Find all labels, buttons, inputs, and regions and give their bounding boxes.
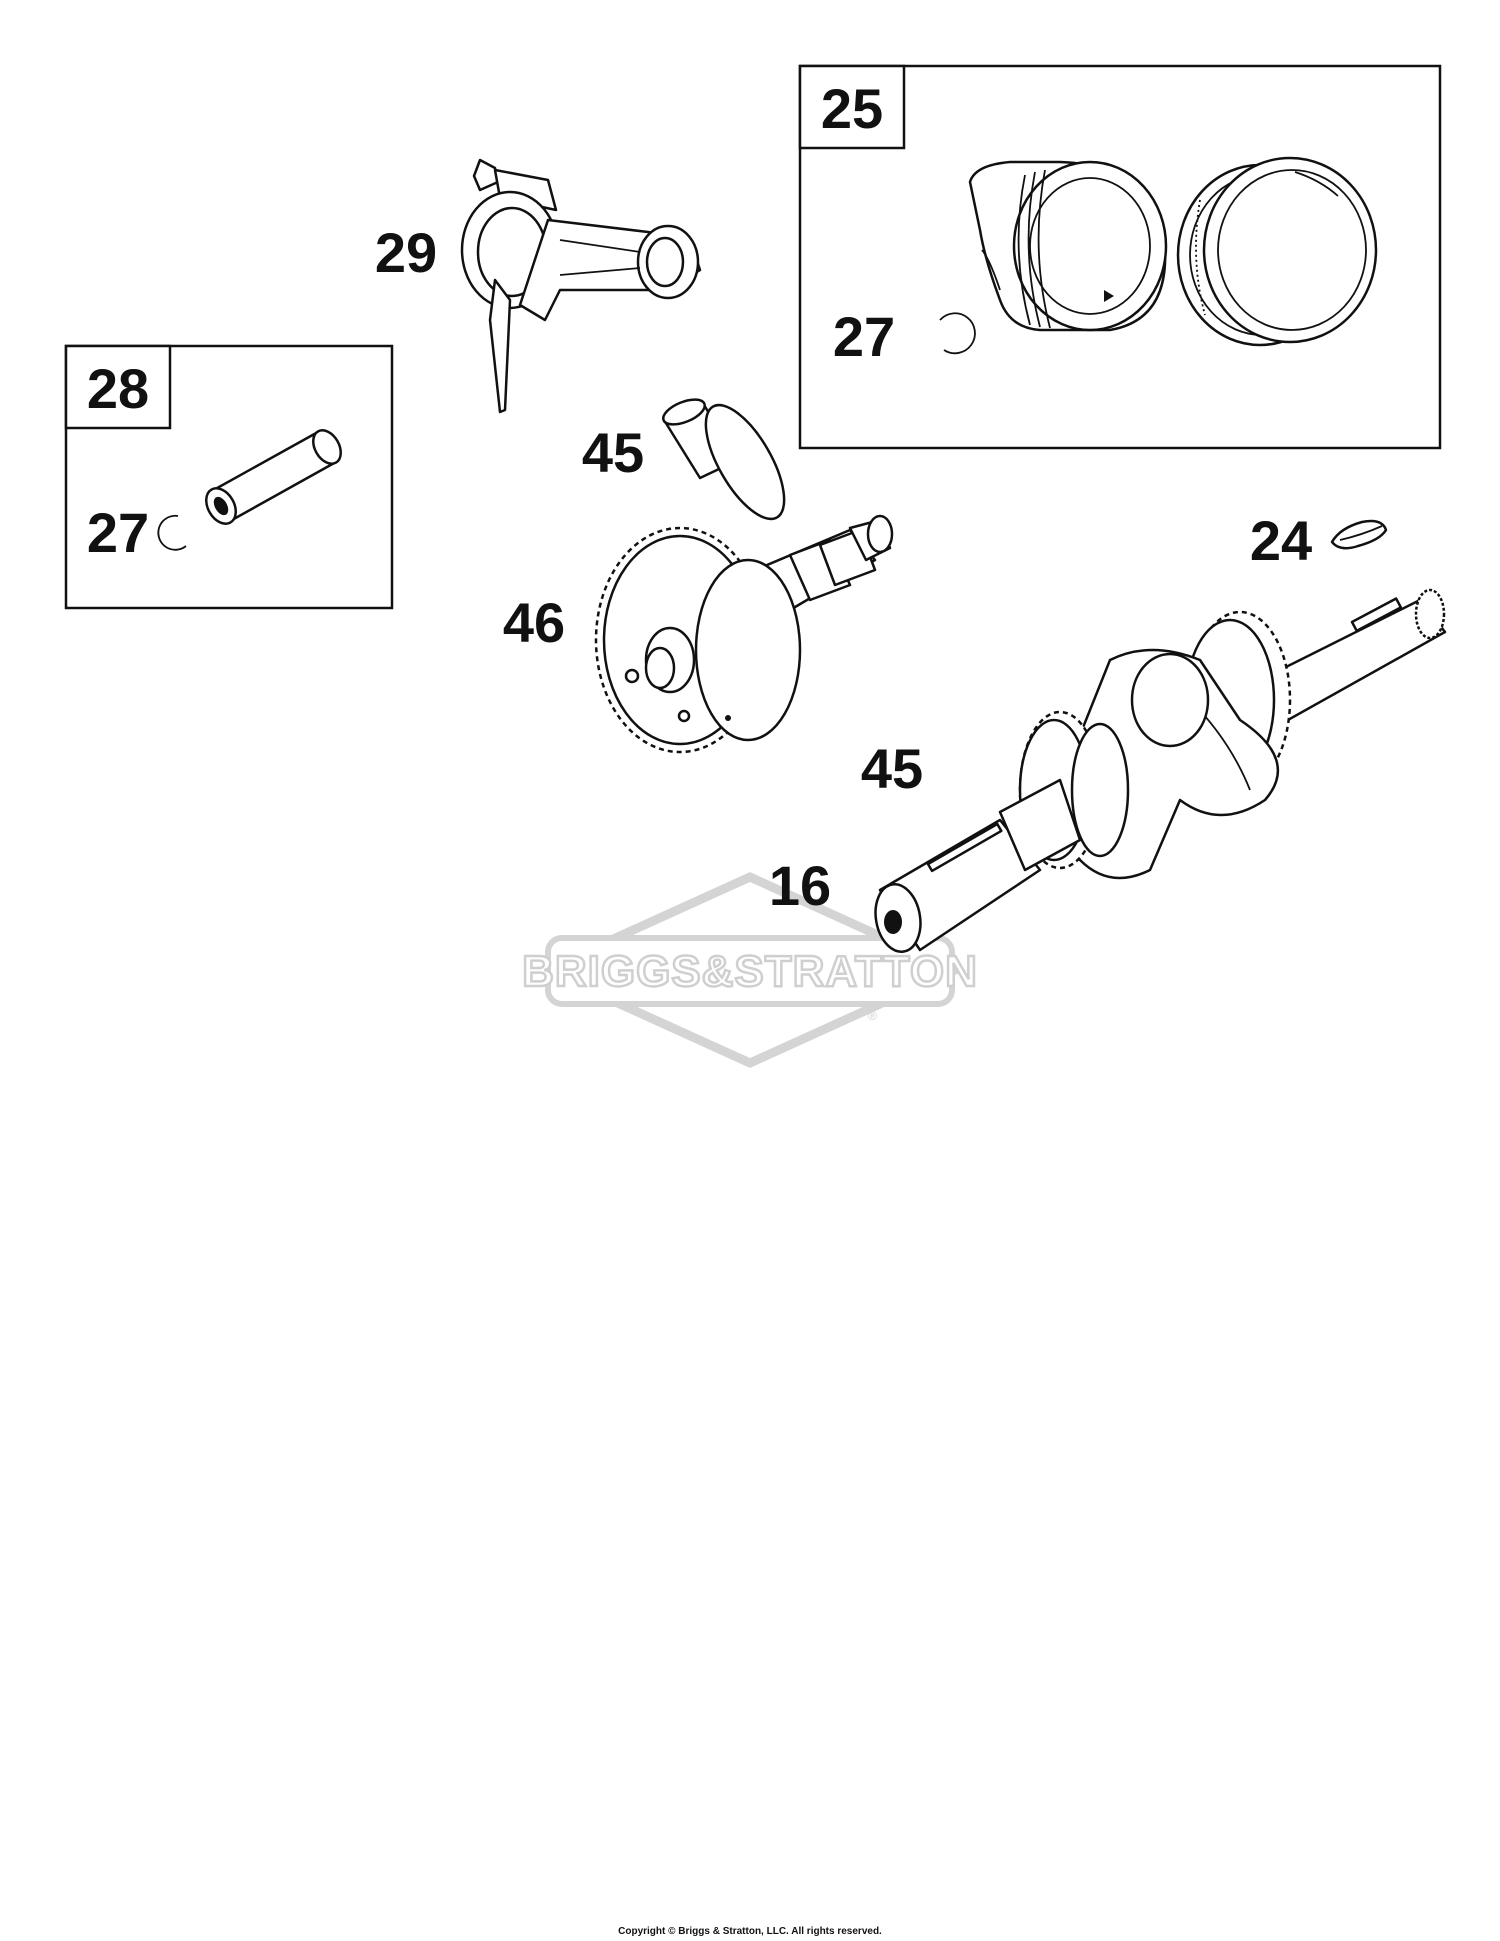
callout-crankshaft-gear: 45 (861, 737, 923, 800)
kit-box-28: 28 27 (64, 344, 394, 610)
copyright-notice: Copyright © Briggs & Stratton, LLC. All … (618, 1926, 882, 1937)
svg-text:®: ® (868, 1009, 877, 1023)
callout-connecting-rod: 29 (375, 221, 437, 284)
callout-label: 27 (833, 305, 895, 368)
callout-camshaft: 46 (503, 591, 565, 654)
callout-tappet: 45 (582, 421, 644, 484)
piston-pin-icon (205, 429, 342, 525)
circlip-icon (939, 312, 976, 355)
callout-key: 24 (1250, 509, 1312, 572)
box-number: 28 (87, 357, 149, 420)
piston-rings-icon (1176, 156, 1378, 347)
callout-label: 27 (87, 501, 149, 564)
circlip-icon (157, 514, 187, 551)
camshaft-icon (594, 514, 894, 754)
callout-crankshaft: 16 (769, 854, 831, 917)
watermark-text: BRIGGS&STRATTON (522, 947, 978, 996)
box-number: 25 (821, 77, 883, 140)
briggs-stratton-watermark: BRIGGS&STRATTON ® (521, 872, 978, 1068)
crankshaft-icon (874, 588, 1447, 953)
piston-icon (968, 160, 1168, 332)
tappet-icon (662, 398, 786, 521)
crankshaft-key-icon (1330, 519, 1388, 550)
connecting-rod-icon (460, 158, 702, 414)
kit-box-25: 25 27 (798, 64, 1442, 450)
